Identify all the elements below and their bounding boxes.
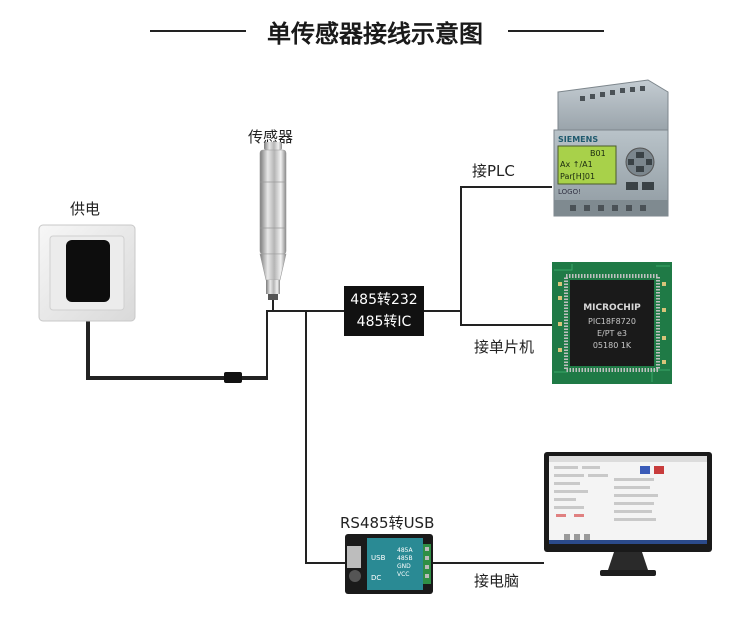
usb-converter-label: RS485转USB — [340, 514, 435, 532]
title-rule-right — [508, 30, 604, 32]
split-wire-vertical — [460, 186, 462, 326]
converter-line-2: 485转IC — [356, 314, 412, 330]
power-cable-vertical — [86, 317, 90, 379]
chip-code-1: E/PT e3 — [597, 329, 627, 338]
sensor-label: 传感器 — [248, 128, 294, 146]
plc-label: 接PLC — [472, 162, 515, 180]
plc-screen-line-1: B01 — [590, 149, 606, 158]
plc-device: SIEMENS B01 Ax ↑/A1 Par[H]01 LOGO! — [553, 79, 669, 217]
usb-branch-horizontal — [305, 562, 347, 564]
power-wire-up — [266, 310, 268, 380]
pin-label-1: 485A — [397, 547, 413, 554]
diagram-title: 单传感器接线示意图 — [267, 20, 483, 48]
usb-branch-vertical — [305, 310, 307, 564]
pin-label-2: 485B — [397, 555, 413, 562]
power-cable-horizontal — [86, 376, 266, 380]
protocol-converter-box: 485转232 485转IC — [344, 286, 424, 336]
power-label: 供电 — [70, 200, 101, 218]
cable-connector — [224, 372, 242, 383]
chip-code-2: 05180 1K — [593, 341, 632, 350]
converter-out-wire — [424, 310, 462, 312]
title-rule-left — [150, 30, 246, 32]
computer-monitor — [544, 452, 712, 576]
sensor-lead — [272, 296, 274, 312]
pressure-sensor — [259, 142, 287, 300]
dc-port-label: DC — [371, 574, 381, 582]
plc-screen-line-3: Par[H]01 — [560, 172, 595, 181]
mcu-label: 接单片机 — [474, 338, 535, 356]
converter-line-1: 485转232 — [350, 292, 418, 308]
plc-screen-line-2: Ax ↑/A1 — [560, 160, 593, 169]
pc-label: 接电脑 — [474, 572, 520, 590]
chip-brand: MICROCHIP — [583, 303, 641, 313]
mcu-wire — [460, 324, 552, 326]
pin-label-4: VCC — [397, 571, 409, 578]
chip-part-number: PIC18F8720 — [588, 317, 636, 326]
microcontroller-board: MICROCHIP PIC18F8720 E/PT e3 05180 1K — [552, 262, 672, 384]
pin-labels: 485A 485B GND VCC — [397, 547, 415, 578]
plc-model: LOGO! — [558, 188, 581, 196]
power-socket — [38, 224, 136, 322]
rs485-usb-module: USB DC 485A 485B GND VCC — [345, 534, 433, 594]
pin-label-3: GND — [397, 563, 411, 570]
plc-wire — [460, 186, 552, 188]
usb-port-label: USB — [371, 554, 386, 562]
plc-brand: SIEMENS — [558, 135, 598, 144]
pc-wire — [432, 562, 544, 564]
